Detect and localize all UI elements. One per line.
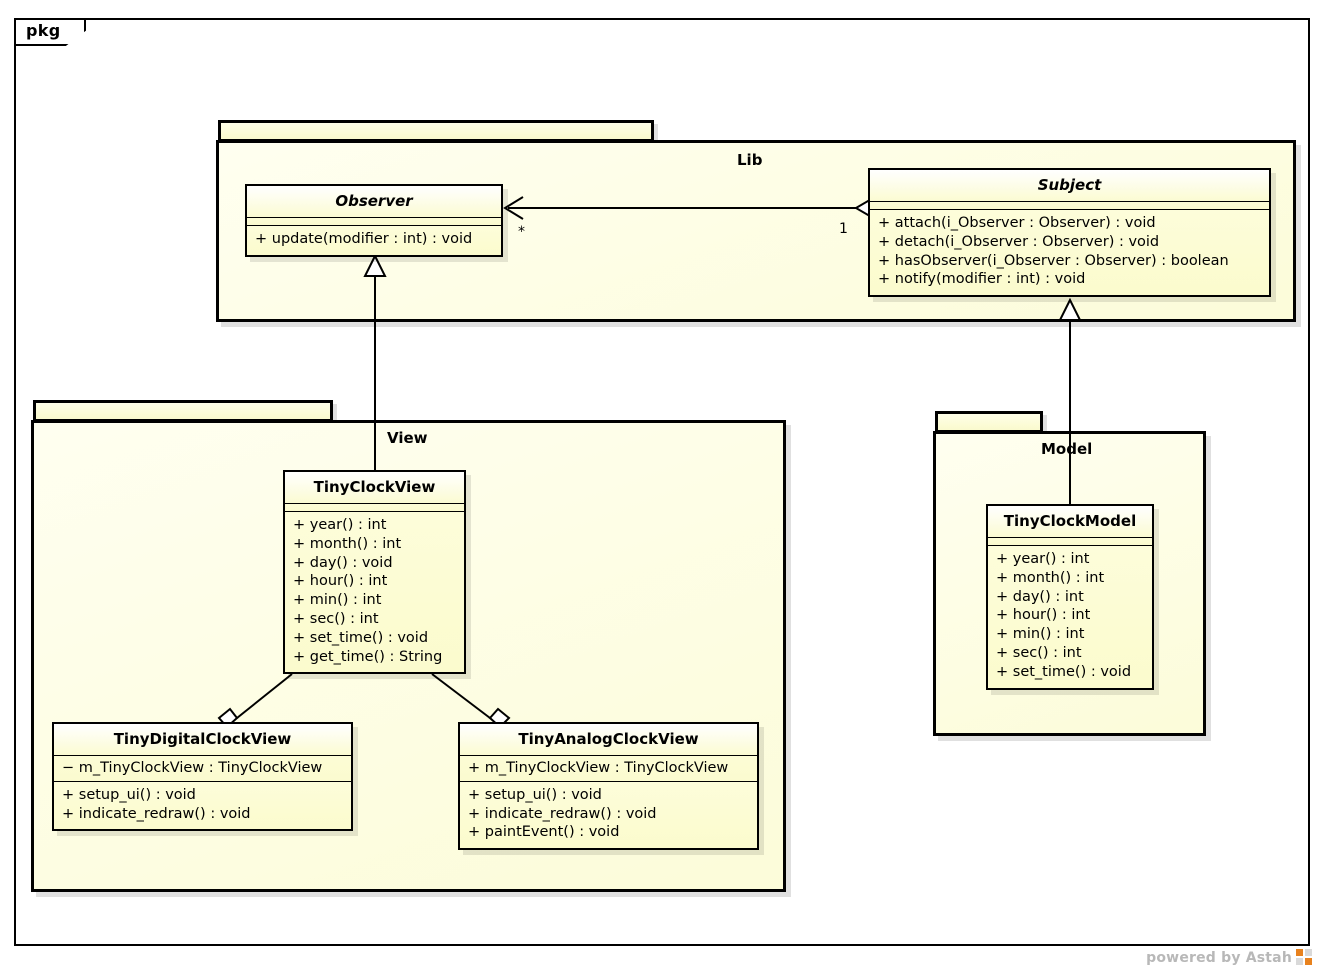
class-member: + indicate_redraw() : void: [468, 805, 657, 822]
package-tab-view: [33, 400, 333, 422]
class-title-tinyclockmodel: TinyClockModel: [988, 506, 1152, 538]
class-subject[interactable]: Subject + attach(i_Observer : Observer) …: [868, 168, 1271, 298]
class-operations-tinyclockview: + year() : int + month() : int + day() :…: [285, 512, 464, 673]
class-title-observer: Observer: [247, 186, 501, 218]
class-tinyclockview[interactable]: TinyClockView + year() : int + month() :…: [283, 470, 466, 675]
class-attributes-observer: [247, 218, 501, 226]
class-attributes-subject: [870, 202, 1269, 210]
class-operations-tinyclockmodel: + year() : int + month() : int + day() :…: [988, 546, 1152, 688]
class-member: + set_time() : void: [293, 629, 429, 646]
class-member: + month() : int: [293, 535, 402, 552]
class-member: + year() : int: [293, 517, 387, 533]
class-member: + indicate_redraw() : void: [62, 805, 251, 822]
class-member: + min() : int: [293, 592, 382, 609]
class-attributes-tinyanalogclockview: + m_TinyClockView : TinyClockView: [460, 756, 757, 782]
class-member: + set_time() : void: [996, 663, 1132, 680]
class-member: + sec() : int: [996, 644, 1082, 661]
class-tinyclockmodel[interactable]: TinyClockModel + year() : int + month() …: [986, 504, 1154, 690]
astah-logo-icon: [1296, 949, 1312, 965]
class-member: + setup_ui() : void: [468, 786, 602, 803]
class-observer[interactable]: Observer + update(modifier : int) : void: [245, 184, 503, 257]
package-label-view: View: [387, 429, 428, 447]
class-operations-observer: + update(modifier : int) : void: [247, 226, 501, 255]
class-member: + hour() : int: [996, 607, 1091, 624]
class-title-tinydigitalclockview: TinyDigitalClockView: [54, 724, 351, 756]
package-label-model: Model: [1041, 440, 1093, 458]
class-title-tinyclockview: TinyClockView: [285, 472, 464, 504]
class-operations-tinyanalogclockview: + setup_ui() : void + indicate_redraw() …: [460, 781, 757, 849]
multiplicity-subject-end: 1: [839, 221, 848, 237]
class-operations-subject: + attach(i_Observer : Observer) : void +…: [870, 210, 1269, 296]
class-member: + paintEvent() : void: [468, 824, 620, 841]
class-member: + m_TinyClockView : TinyClockView: [468, 760, 729, 776]
class-attributes-tinyclockview: [285, 504, 464, 512]
multiplicity-observer-end: *: [518, 224, 525, 240]
frame-tab-label: pkg: [26, 21, 61, 40]
class-member: + hour() : int: [293, 573, 388, 590]
class-title-subject: Subject: [870, 170, 1269, 202]
class-tinydigitalclockview[interactable]: TinyDigitalClockView − m_TinyClockView :…: [52, 722, 353, 832]
class-member: + update(modifier : int) : void: [255, 231, 473, 247]
class-member: + get_time() : String: [293, 648, 443, 665]
class-member: + day() : void: [293, 554, 393, 571]
class-member: + attach(i_Observer : Observer) : void: [878, 215, 1156, 231]
class-member: + notify(modifier : int) : void: [878, 271, 1086, 288]
class-member: + sec() : int: [293, 610, 379, 627]
class-member: + hasObserver(i_Observer : Observer) : b…: [878, 252, 1229, 269]
class-member: + detach(i_Observer : Observer) : void: [878, 233, 1160, 250]
class-operations-tinydigitalclockview: + setup_ui() : void + indicate_redraw() …: [54, 781, 351, 830]
class-member: + year() : int: [996, 551, 1090, 567]
class-member: + min() : int: [996, 626, 1085, 643]
class-member: + day() : int: [996, 588, 1084, 605]
package-tab-model: [935, 411, 1043, 433]
class-member: + month() : int: [996, 569, 1105, 586]
frame-tab: [14, 18, 86, 46]
package-label-lib: Lib: [737, 151, 763, 169]
class-attributes-tinyclockmodel: [988, 538, 1152, 546]
class-tinyanalogclockview[interactable]: TinyAnalogClockView + m_TinyClockView : …: [458, 722, 759, 851]
class-title-tinyanalogclockview: TinyAnalogClockView: [460, 724, 757, 756]
class-attributes-tinydigitalclockview: − m_TinyClockView : TinyClockView: [54, 756, 351, 782]
watermark-text: powered by Astah: [1146, 950, 1292, 966]
class-member: + setup_ui() : void: [62, 786, 196, 803]
class-member: − m_TinyClockView : TinyClockView: [62, 760, 323, 776]
package-tab-lib: [218, 120, 654, 142]
